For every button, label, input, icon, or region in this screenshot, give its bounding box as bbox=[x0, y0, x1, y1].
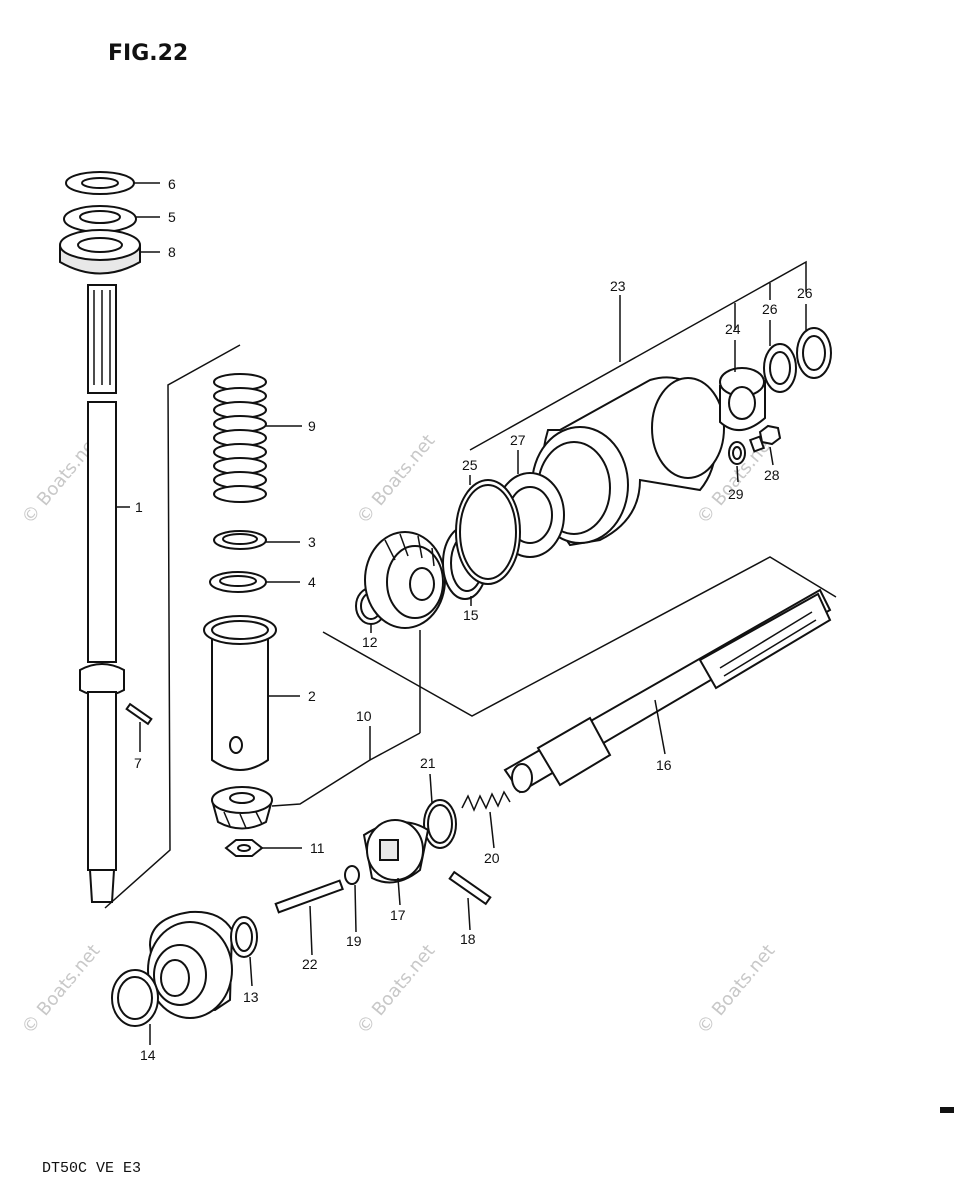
callout-10: 10 bbox=[356, 708, 372, 724]
part-4-washer bbox=[209, 571, 267, 593]
callout-18: 18 bbox=[460, 931, 476, 947]
callout-7: 7 bbox=[134, 755, 142, 771]
edge-mark bbox=[940, 1107, 954, 1113]
callout-labels: 6 5 8 1 7 9 3 4 2 10 11 12 15 13 14 16 2… bbox=[134, 176, 813, 1063]
callout-26a: 26 bbox=[762, 301, 778, 317]
callout-22: 22 bbox=[302, 956, 318, 972]
callout-19: 19 bbox=[346, 933, 362, 949]
part-6-washer bbox=[65, 171, 135, 195]
callout-28: 28 bbox=[764, 467, 780, 483]
part-29-washer bbox=[728, 441, 746, 465]
part-1-drive-shaft bbox=[79, 284, 125, 903]
callout-1: 1 bbox=[135, 499, 143, 515]
part-19-push-pin bbox=[344, 865, 360, 885]
part-22-push-rod bbox=[274, 879, 344, 914]
part-17-clutch-dog bbox=[362, 819, 430, 884]
callout-23: 23 bbox=[610, 278, 626, 294]
part-28-bolt bbox=[748, 424, 782, 453]
part-forward-gear bbox=[364, 531, 446, 629]
part-2-sleeve bbox=[203, 615, 277, 771]
callout-24: 24 bbox=[725, 321, 741, 337]
part-14-shim bbox=[111, 969, 159, 1027]
part-reverse-gear bbox=[147, 910, 234, 1019]
bracket-line bbox=[322, 556, 837, 717]
callout-20: 20 bbox=[484, 850, 500, 866]
callout-26b: 26 bbox=[797, 285, 813, 301]
callout-13: 13 bbox=[243, 989, 259, 1005]
leader-lines bbox=[116, 182, 807, 1045]
callout-9: 9 bbox=[308, 418, 316, 434]
callout-3: 3 bbox=[308, 534, 316, 550]
callout-17: 17 bbox=[390, 907, 406, 923]
bracket-line bbox=[469, 260, 807, 451]
part-9-spring bbox=[213, 373, 267, 503]
callout-29: 29 bbox=[728, 486, 744, 502]
part-18-pin bbox=[448, 870, 492, 906]
callout-21: 21 bbox=[420, 755, 436, 771]
callout-27: 27 bbox=[510, 432, 526, 448]
part-16-propeller-shaft bbox=[503, 588, 832, 794]
part-11-nut bbox=[224, 839, 264, 857]
figure-label: FIG.22 bbox=[108, 41, 188, 66]
callout-8: 8 bbox=[168, 244, 176, 260]
model-code: DT50C VE E3 bbox=[42, 1160, 141, 1177]
callout-11: 11 bbox=[310, 840, 325, 856]
part-26-oil-seal-a bbox=[763, 343, 797, 393]
callout-15: 15 bbox=[463, 607, 479, 623]
watermark: © Boats.net bbox=[353, 941, 440, 1039]
watermark: © Boats.net bbox=[18, 941, 105, 1039]
part-7-pin bbox=[125, 702, 153, 726]
part-20-spring bbox=[461, 790, 511, 812]
part-21-pin-ring bbox=[423, 799, 457, 849]
callout-25: 25 bbox=[462, 457, 478, 473]
callout-14: 14 bbox=[140, 1047, 156, 1063]
part-26-oil-seal-b bbox=[796, 327, 832, 379]
callout-2: 2 bbox=[308, 688, 316, 704]
watermark: © Boats.net bbox=[353, 431, 440, 529]
callout-5: 5 bbox=[168, 209, 176, 225]
callout-12: 12 bbox=[362, 634, 378, 650]
part-25-o-ring bbox=[455, 479, 521, 585]
callout-16: 16 bbox=[656, 757, 672, 773]
part-10-pinion-gear bbox=[211, 786, 273, 830]
part-5-shim bbox=[63, 205, 137, 233]
watermark: © Boats.net bbox=[693, 941, 780, 1039]
callout-4: 4 bbox=[308, 574, 316, 590]
part-24-needle-bearing bbox=[719, 367, 766, 431]
part-8-bearing bbox=[59, 229, 141, 275]
part-13-shim bbox=[230, 916, 258, 958]
part-3-washer bbox=[213, 530, 267, 550]
watermark-layer: © Boats.net © Boats.net © Boats.net © Bo… bbox=[18, 431, 780, 1039]
callout-6: 6 bbox=[168, 176, 176, 192]
bracket-line bbox=[104, 344, 241, 909]
